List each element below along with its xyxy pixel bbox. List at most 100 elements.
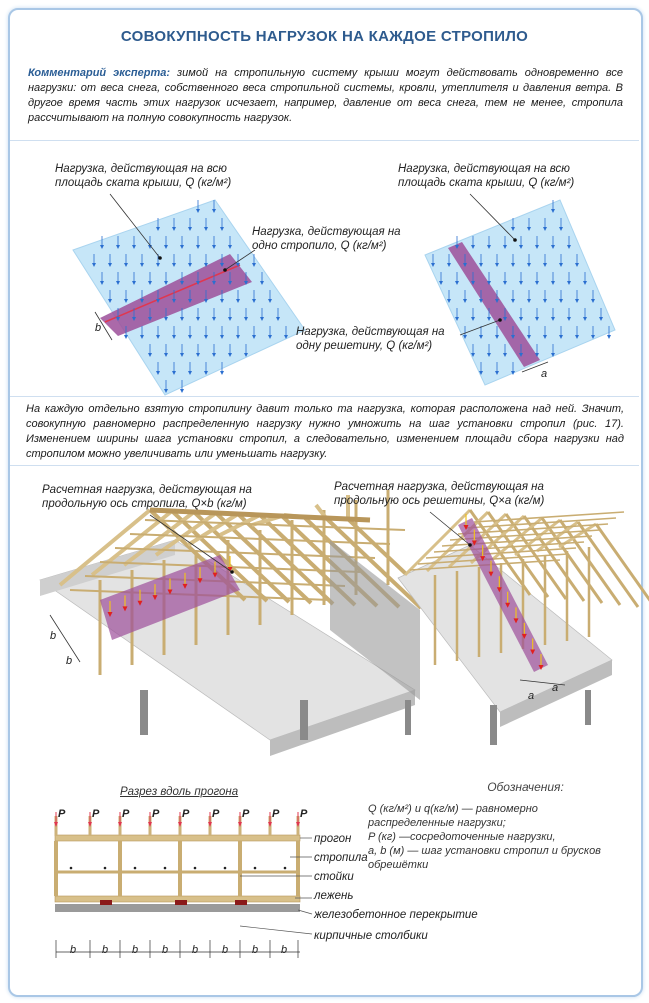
load-arrow-head bbox=[244, 353, 248, 357]
load-arrow-head bbox=[583, 281, 587, 285]
load-arrow-head bbox=[503, 353, 507, 357]
load-arrow-head bbox=[535, 281, 539, 285]
post bbox=[296, 841, 300, 896]
rafter-dot bbox=[163, 866, 167, 870]
load-arrow-head bbox=[204, 335, 208, 339]
load-arrow-head bbox=[487, 281, 491, 285]
spacing-label: b bbox=[102, 944, 109, 956]
load-arrow-head bbox=[92, 263, 96, 267]
spacing-label: b bbox=[162, 944, 169, 956]
load-arrow-head bbox=[479, 371, 483, 375]
rafter bbox=[90, 509, 174, 577]
load-arrow-head bbox=[252, 299, 256, 303]
load-arrow-head bbox=[551, 209, 555, 213]
load-arrow-head bbox=[527, 227, 531, 231]
load-arrow-head bbox=[431, 263, 435, 267]
legend-line-3: a, b (м) — шаг установки стропил и бруск… bbox=[368, 845, 601, 871]
point-load-head bbox=[208, 822, 212, 827]
label-rafter-load: Нагрузка, действующая на одно стропило, … bbox=[252, 226, 401, 252]
load-arrow-head bbox=[212, 209, 216, 213]
load-arrow-head bbox=[228, 317, 232, 321]
load-arrow-head bbox=[527, 263, 531, 267]
design-load-arrow-head bbox=[122, 606, 128, 612]
point-load-label: P bbox=[58, 808, 66, 820]
batten bbox=[129, 533, 391, 545]
load-arrow-head bbox=[148, 353, 152, 357]
load-arrow-head bbox=[559, 227, 563, 231]
spacing-label: b bbox=[281, 944, 288, 956]
load-arrow-head bbox=[527, 299, 531, 303]
load-arrow-head bbox=[220, 227, 224, 231]
design-load-arrow-head bbox=[182, 583, 188, 589]
load-arrow-head bbox=[204, 299, 208, 303]
legend-heading: Обозначения: bbox=[487, 780, 564, 794]
load-arrow-head bbox=[188, 335, 192, 339]
load-arrow-head bbox=[212, 353, 216, 357]
load-arrow-head bbox=[244, 281, 248, 285]
rafter-dot bbox=[253, 866, 257, 870]
section-title: Разрез вдоль прогона bbox=[120, 786, 239, 798]
rafter bbox=[522, 515, 586, 602]
load-arrow-head bbox=[511, 335, 515, 339]
load-arrow-head bbox=[439, 281, 443, 285]
load-arrow-head bbox=[212, 317, 216, 321]
load-arrow-head bbox=[252, 263, 256, 267]
rafter-dot bbox=[193, 866, 197, 870]
load-arrow-head bbox=[236, 263, 240, 267]
load-arrow-head bbox=[188, 263, 192, 267]
load-arrow-head bbox=[495, 335, 499, 339]
rafter-load-strip-3d bbox=[100, 555, 240, 640]
comment-lead: Комментарий эксперта: bbox=[28, 67, 171, 79]
load-arrow-head bbox=[220, 371, 224, 375]
load-arrow-head bbox=[575, 299, 579, 303]
load-arrow-head bbox=[495, 371, 499, 375]
load-arrow-head bbox=[180, 353, 184, 357]
point-load-label: P bbox=[242, 808, 250, 820]
load-arrow-head bbox=[511, 263, 515, 267]
load-arrow-head bbox=[148, 317, 152, 321]
design-load-arrow-head bbox=[167, 589, 173, 595]
point-load-head bbox=[296, 822, 300, 827]
load-arrow-head bbox=[180, 245, 184, 249]
design-load-arrow-head bbox=[530, 649, 536, 655]
load-arrow-head bbox=[140, 335, 144, 339]
point-load-head bbox=[54, 822, 58, 827]
load-arrow-head bbox=[100, 245, 104, 249]
load-arrow-head bbox=[140, 263, 144, 267]
roof-slope-covering bbox=[330, 540, 420, 700]
spacing-label: b bbox=[70, 944, 77, 956]
load-arrow-head bbox=[164, 245, 168, 249]
load-arrow-head bbox=[220, 335, 224, 339]
pad bbox=[235, 900, 247, 905]
point-load-head bbox=[268, 822, 272, 827]
post bbox=[238, 841, 242, 896]
load-arrow-head bbox=[551, 353, 555, 357]
load-arrow-head bbox=[164, 353, 168, 357]
design-load-arrow-head bbox=[463, 525, 469, 530]
batten bbox=[457, 523, 609, 535]
comment-text: зимой на стропильную систему крыши могут… bbox=[28, 67, 624, 124]
load-arrow-head bbox=[543, 335, 547, 339]
load-arrow-head bbox=[559, 299, 563, 303]
section-item-slab: железобетонное перекрытие bbox=[314, 909, 478, 921]
load-arrow-head bbox=[535, 245, 539, 249]
divider-2 bbox=[10, 396, 639, 397]
design-load-arrow-head bbox=[137, 600, 143, 606]
rafter bbox=[192, 510, 291, 604]
section-item-sill: лежень bbox=[314, 890, 354, 902]
dim-a-3d-1: a bbox=[552, 682, 559, 694]
point-load-label: P bbox=[182, 808, 190, 820]
batten bbox=[441, 535, 593, 547]
load-arrow-head bbox=[447, 263, 451, 267]
design-load-arrow-head bbox=[521, 633, 527, 639]
load-arrow-head bbox=[116, 317, 120, 321]
load-arrow-head bbox=[172, 335, 176, 339]
point-load-head bbox=[88, 822, 92, 827]
legend-line-2: P (кг) —сосредоточенные нагрузки, bbox=[368, 831, 556, 843]
load-arrow-head bbox=[455, 317, 459, 321]
load-arrow-head bbox=[172, 263, 176, 267]
point-load-label: P bbox=[122, 808, 130, 820]
dim-a-3d-2: a bbox=[528, 690, 535, 702]
pad bbox=[175, 900, 187, 905]
